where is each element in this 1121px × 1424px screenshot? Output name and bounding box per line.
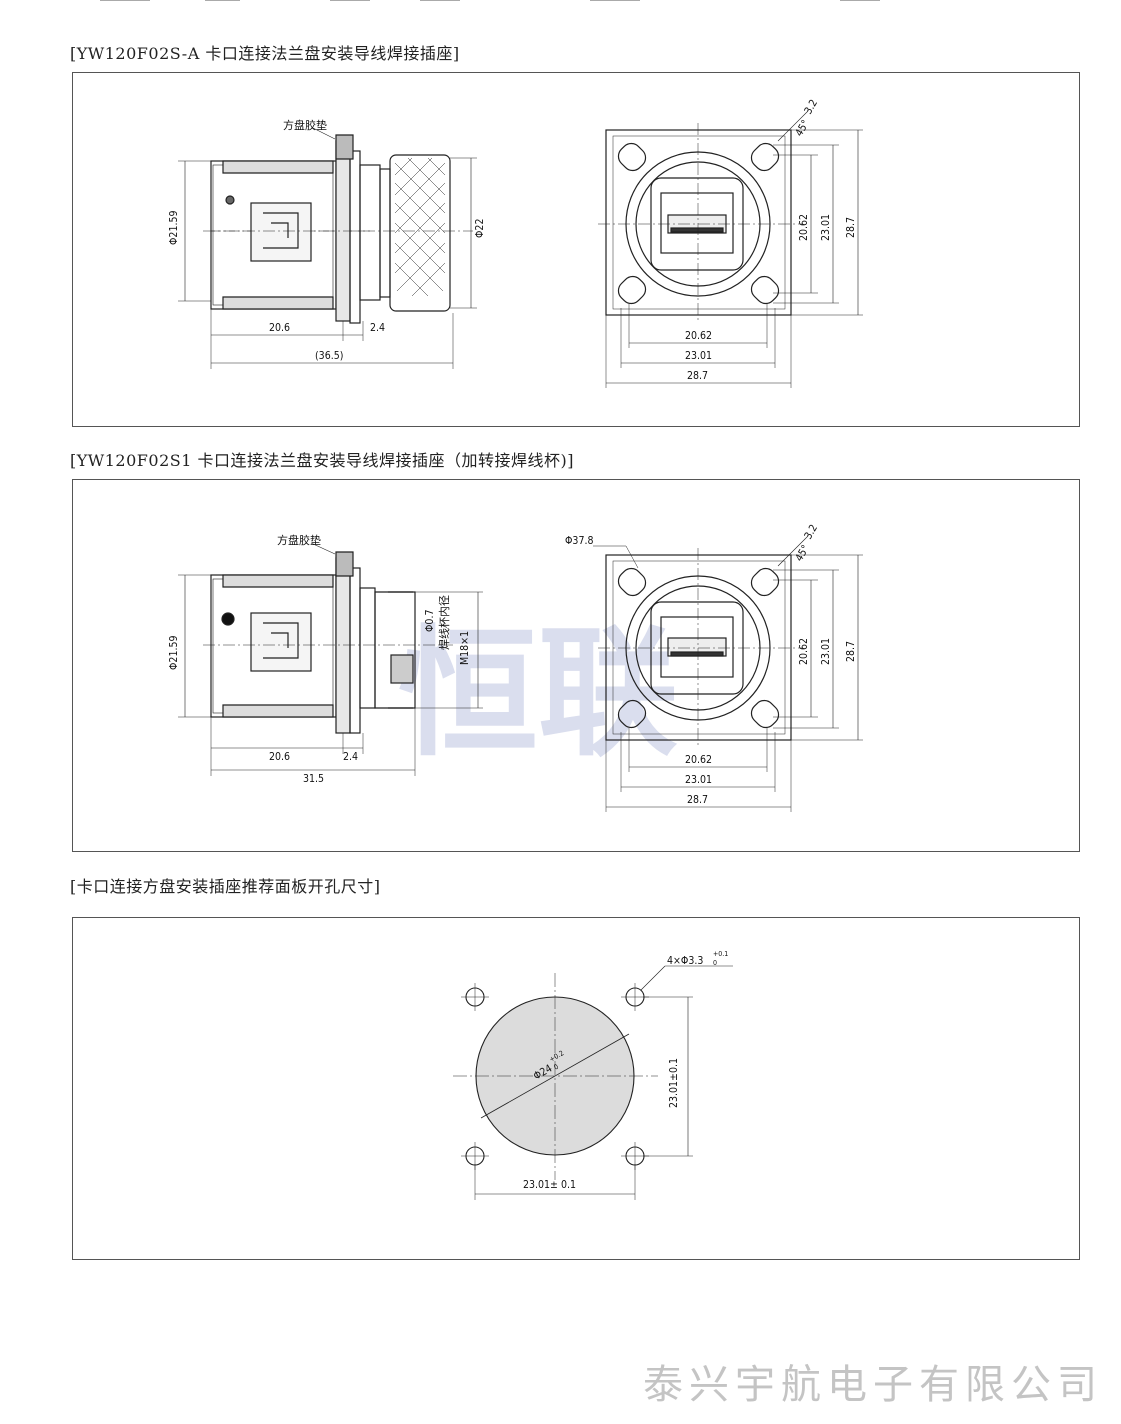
dim-vertical: 23.01±0.1 — [668, 1058, 680, 1108]
gasket-label-1: 方盘胶垫 — [283, 118, 327, 132]
dim-front-w3-2: 28.7 — [687, 794, 708, 806]
top-cutoff-lines — [100, 0, 880, 1]
section-2-title: [YW120F02S1 卡口连接法兰盘安装导线焊接插座（加转接焊线杯)] — [70, 451, 574, 470]
dim-front-w2-1: 23.01 — [685, 350, 712, 362]
drawing-3: 4×Φ3.3 +0.1 0 Φ24 +0.2 0 23.01±0.1 23.01… — [453, 950, 733, 1200]
dim-len-b-1: 2.4 — [370, 322, 385, 334]
watermark: 恒联 — [398, 613, 678, 776]
side-view-1 — [178, 127, 477, 369]
dim-dia-left-2: Φ21.59 — [168, 636, 180, 670]
dim-front-h2-2: 23.01 — [820, 638, 832, 665]
side-view-2 — [178, 542, 483, 776]
dim-front-h2-1: 23.01 — [820, 214, 832, 241]
dim-dia-left-1: Φ21.59 — [168, 211, 180, 245]
dim-front-w2-2: 23.01 — [685, 774, 712, 786]
dim-thread-2: M18×1 — [459, 631, 471, 665]
dim-front-w1-1: 20.62 — [685, 330, 712, 342]
dim-flange-dia-2: Φ37.8 — [565, 535, 593, 547]
dim-front-w1-2: 20.62 — [685, 754, 712, 766]
dim-front-h1-2: 20.62 — [798, 638, 810, 665]
gasket-label-2: 方盘胶垫 — [277, 533, 321, 547]
dim-len-a-2: 20.6 — [269, 751, 290, 763]
dim-dia-right-1: Φ22 — [474, 219, 486, 238]
section-3-title: [卡口连接方盘安装插座推荐面板开孔尺寸] — [70, 877, 381, 896]
drawing-3-frame: 4×Φ3.3 +0.1 0 Φ24 +0.2 0 23.01±0.1 23.01… — [72, 917, 1080, 1260]
drawing-1: 方盘胶垫 Φ21.59 Φ22 20.6 2.4 (36.5) 3.2 45° … — [168, 97, 863, 388]
dim-len-b-2: 2.4 — [343, 751, 358, 763]
drawing-1-frame: 方盘胶垫 Φ21.59 Φ22 20.6 2.4 (36.5) 3.2 45° … — [72, 72, 1080, 427]
company-footer: 泰兴宇航电子有限公司 — [643, 1362, 1103, 1408]
dim-len-a-1: 20.6 — [269, 322, 290, 334]
dim-front-h3-1: 28.7 — [845, 217, 857, 238]
holes-label: 4×Φ3.3 — [667, 955, 703, 967]
dim-front-w3-1: 28.7 — [687, 370, 708, 382]
holes-tol-up: +0.1 — [713, 950, 728, 958]
holes-tol-low: 0 — [713, 959, 717, 967]
front-view-1 — [598, 110, 863, 388]
drawing-2: 恒联 — [168, 522, 863, 812]
dim-chamfer-b-2: 45° — [793, 543, 812, 564]
dim-cup-dia-2: Φ0.7 — [424, 610, 436, 632]
center-tol-low: 0 — [553, 1063, 560, 1072]
dim-front-h3-2: 28.7 — [845, 641, 857, 662]
dim-len-total-1: (36.5) — [315, 350, 343, 362]
dim-front-h1-1: 20.62 — [798, 214, 810, 241]
dim-chamfer-a-1: 3.2 — [802, 97, 820, 116]
cup-label-2: 焊线杯内径 — [437, 595, 451, 650]
dim-chamfer-b-1: 45° — [793, 118, 812, 139]
drawing-2-frame: 恒联 — [72, 479, 1080, 852]
dim-len-total-2: 31.5 — [303, 773, 324, 785]
front-view-2 — [593, 535, 863, 812]
dim-horizontal: 23.01± 0.1 — [523, 1179, 576, 1191]
section-1-title: [YW120F02S-A 卡口连接法兰盘安装导线焊接插座] — [70, 44, 460, 63]
dim-chamfer-a-2: 3.2 — [802, 522, 820, 541]
